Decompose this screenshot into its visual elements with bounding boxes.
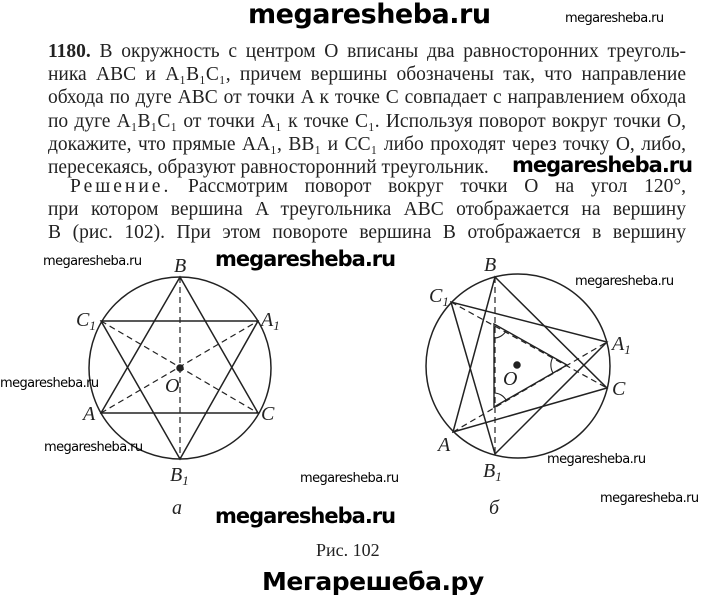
circle-b xyxy=(425,273,611,459)
problem-text: 1180. В окружность с центром O вписаны д… xyxy=(48,40,686,179)
label-b1-a: B1 xyxy=(170,464,189,488)
label-a1-a: A1 xyxy=(259,309,280,333)
label-c1-b: C1 xyxy=(429,285,449,309)
label-c1-a: C1 xyxy=(76,309,96,333)
watermark-fig-7: megaresheba.ru xyxy=(600,491,699,506)
solution-text: Решение. Рассмотрим поворот вокруг точки… xyxy=(48,175,686,245)
problem-line-1: 1180. В окружность с центром O вписаны д… xyxy=(48,41,686,62)
watermark-inline-3: megaresheba.ru xyxy=(512,153,693,177)
label-c-a: C xyxy=(261,403,275,425)
watermark-fig-3: megaresheba.ru xyxy=(0,376,99,391)
label-b1-b: B1 xyxy=(483,460,502,484)
center-o-b xyxy=(513,361,521,369)
triangle-abc-b xyxy=(451,275,609,434)
watermark-fig-2: megaresheba.ru xyxy=(215,247,396,271)
label-a-b: A xyxy=(436,434,451,456)
solution-line-2: при котором вершина A треугольника ABC о… xyxy=(48,199,686,221)
solution-line-1: Решение. Рассмотрим поворот вокруг точки… xyxy=(70,176,686,197)
labels-a: B B1 C1 A1 A C O а xyxy=(76,255,280,519)
problem-number: 1180. xyxy=(48,41,91,62)
label-c-b: C xyxy=(612,378,626,400)
center-o-a xyxy=(176,364,184,372)
watermark-fig-5: megaresheba.ru xyxy=(215,504,396,528)
angle-arc-3 xyxy=(493,392,507,401)
watermark-inline-1: megaresheba.ru xyxy=(565,11,664,26)
watermark-fig-1: megaresheba.ru xyxy=(43,254,142,269)
figure-a-label: а xyxy=(172,497,182,519)
label-o-b: O xyxy=(503,368,517,390)
figure-a xyxy=(88,275,272,461)
watermark-fig-6: megaresheba.ru xyxy=(575,274,674,289)
watermark-inline-2: megaresheba.ru xyxy=(300,471,399,486)
problem-line-4: по дуге A₁B₁C₁ от точки A₁ к точке C₁. И… xyxy=(48,110,686,132)
inner-triangle-b xyxy=(493,322,569,409)
solution-heading: Решение. xyxy=(70,176,172,197)
labels-b: B B1 C1 A1 A C O б xyxy=(429,254,631,519)
watermark-fig-8: megaresheba.ru xyxy=(547,452,646,467)
label-a1-b: A1 xyxy=(610,333,631,357)
angle-arc-2 xyxy=(550,356,554,374)
problem-line-2: ника ABC и A₁B₁C₁, причем вершины обозна… xyxy=(48,64,686,86)
label-b-a: B xyxy=(174,255,186,277)
figure-caption: Рис. 102 xyxy=(316,540,380,560)
figure-b xyxy=(425,273,611,459)
line-cc1-b xyxy=(450,301,608,389)
solution-line-3: B (рис. 102). При этом повороте вершина … xyxy=(48,222,686,244)
triangle-a1b1c1-b xyxy=(449,300,609,456)
angle-arc-1 xyxy=(493,330,507,339)
watermark-header: megaresheba.ru xyxy=(248,0,491,30)
label-b-b: B xyxy=(484,254,496,276)
watermark-fig-4: megaresheba.ru xyxy=(44,440,143,455)
problem-line-6: пересекаясь, образуют равносторонний тре… xyxy=(48,157,489,179)
figure-b-label: б xyxy=(489,497,500,519)
label-o-a: O xyxy=(165,375,179,397)
problem-line-5: докажите, что прямые AA₁, BB₁ и CC₁ либо… xyxy=(48,133,686,155)
problem-line-3: обхода по дуге ABC от точки A к точке C … xyxy=(48,87,686,109)
label-a-a: A xyxy=(81,403,96,425)
watermark-footer: Мегарешеба.ру xyxy=(262,567,484,596)
